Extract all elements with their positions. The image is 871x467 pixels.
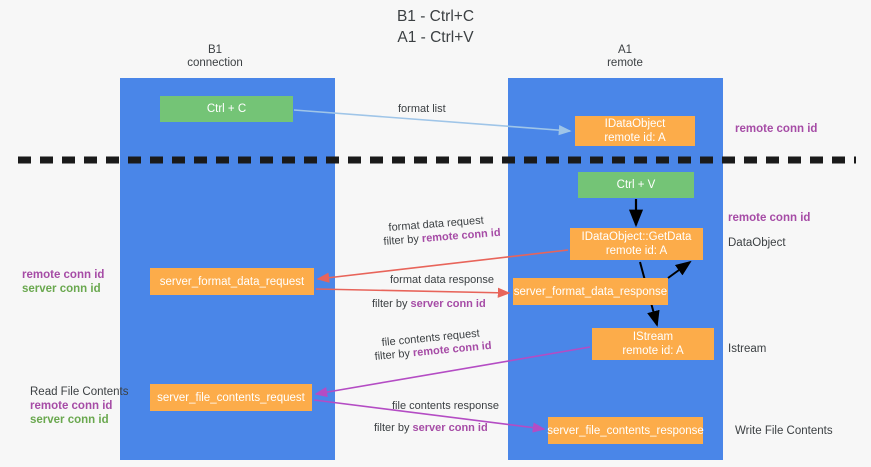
node-idataobject-getdata[interactable]: IDataObject::GetData remote id: A — [570, 228, 703, 260]
node-server-file-contents-request-label: server_file_contents_request — [157, 391, 305, 404]
node-server-format-data-request[interactable]: server_format_data_request — [150, 268, 314, 295]
node-idataobject-line1: IDataObject — [604, 118, 666, 130]
node-getdata-line2: remote id: A — [605, 245, 668, 257]
column-a1-name: A1 — [617, 44, 633, 56]
column-a1-role: remote — [607, 57, 643, 69]
filter-prefix: filter by — [374, 422, 413, 434]
filter-prefix: filter by — [372, 298, 411, 310]
node-istream-line2: remote id: A — [622, 345, 684, 357]
annotation-server-conn-id-b: server conn id — [30, 414, 109, 426]
node-server-format-data-request-label: server_format_data_request — [159, 275, 305, 288]
label-file-contents-response: file contents response — [392, 400, 500, 412]
column-b1-name: B1 — [207, 44, 223, 56]
annotation-left-conn-ids-upper: remote conn id server conn id — [22, 268, 104, 296]
node-server-format-data-response-label: server_format_data_response — [513, 285, 668, 298]
annotation-remote-conn-id-a: remote conn id — [22, 269, 105, 281]
annotation-read-file-contents: Read File Contents — [30, 386, 129, 398]
filter-prefix: filter by — [383, 232, 423, 248]
title-line-2: A1 - Ctrl+V — [397, 29, 474, 46]
node-idataobject-line2: remote id: A — [604, 132, 666, 144]
node-getdata-line1: IDataObject::GetData — [581, 231, 692, 243]
node-istream[interactable]: IStream remote id: A — [592, 328, 714, 360]
node-ctrl-v[interactable]: Ctrl + V — [578, 172, 694, 198]
node-idataobject[interactable]: IDataObject remote id: A — [575, 116, 695, 146]
annotation-dataobject: DataObject — [728, 237, 786, 249]
node-istream-line1: IStream — [632, 331, 674, 343]
title-line-1: B1 - Ctrl+C — [396, 8, 475, 25]
annotation-remote-conn-id-mid: remote conn id — [728, 212, 811, 224]
annotation-remote-conn-id-top: remote conn id — [735, 123, 818, 135]
label-file-contents-response-filter: filter by server conn id — [374, 421, 488, 436]
label-format-list: format list — [398, 103, 446, 115]
annotation-server-conn-id-a: server conn id — [22, 283, 101, 295]
column-header-b1: B1 connection — [155, 44, 275, 70]
label-format-data-response-filter: filter by server conn id — [372, 297, 486, 312]
annotation-remote-conn-id-b: remote conn id — [30, 400, 113, 412]
node-server-file-contents-response[interactable]: server_file_contents_response — [547, 417, 704, 444]
arrow-format-data-response — [315, 287, 511, 298]
column-header-a1: A1 remote — [565, 44, 685, 70]
label-format-data-response: format data response — [390, 274, 494, 286]
node-ctrl-c-label: Ctrl + C — [206, 103, 247, 115]
annotation-left-conn-ids-lower: Read File Contents remote conn id server… — [30, 385, 128, 427]
node-ctrl-v-label: Ctrl + V — [616, 179, 656, 191]
filter-key-server-conn-id: server conn id — [412, 422, 488, 434]
annotation-write-file-contents: Write File Contents — [735, 425, 833, 437]
filter-key-server-conn-id: server conn id — [410, 298, 486, 310]
filter-prefix: filter by — [374, 347, 414, 363]
column-b1-role: connection — [187, 57, 243, 69]
node-server-file-contents-request[interactable]: server_file_contents_request — [150, 384, 312, 411]
annotation-istream: Istream — [728, 343, 767, 355]
node-ctrl-c[interactable]: Ctrl + C — [160, 96, 293, 122]
page-title: B1 - Ctrl+C A1 - Ctrl+V — [0, 6, 871, 48]
node-server-file-contents-response-label: server_file_contents_response — [547, 424, 704, 437]
node-server-format-data-response[interactable]: server_format_data_response — [513, 278, 668, 305]
